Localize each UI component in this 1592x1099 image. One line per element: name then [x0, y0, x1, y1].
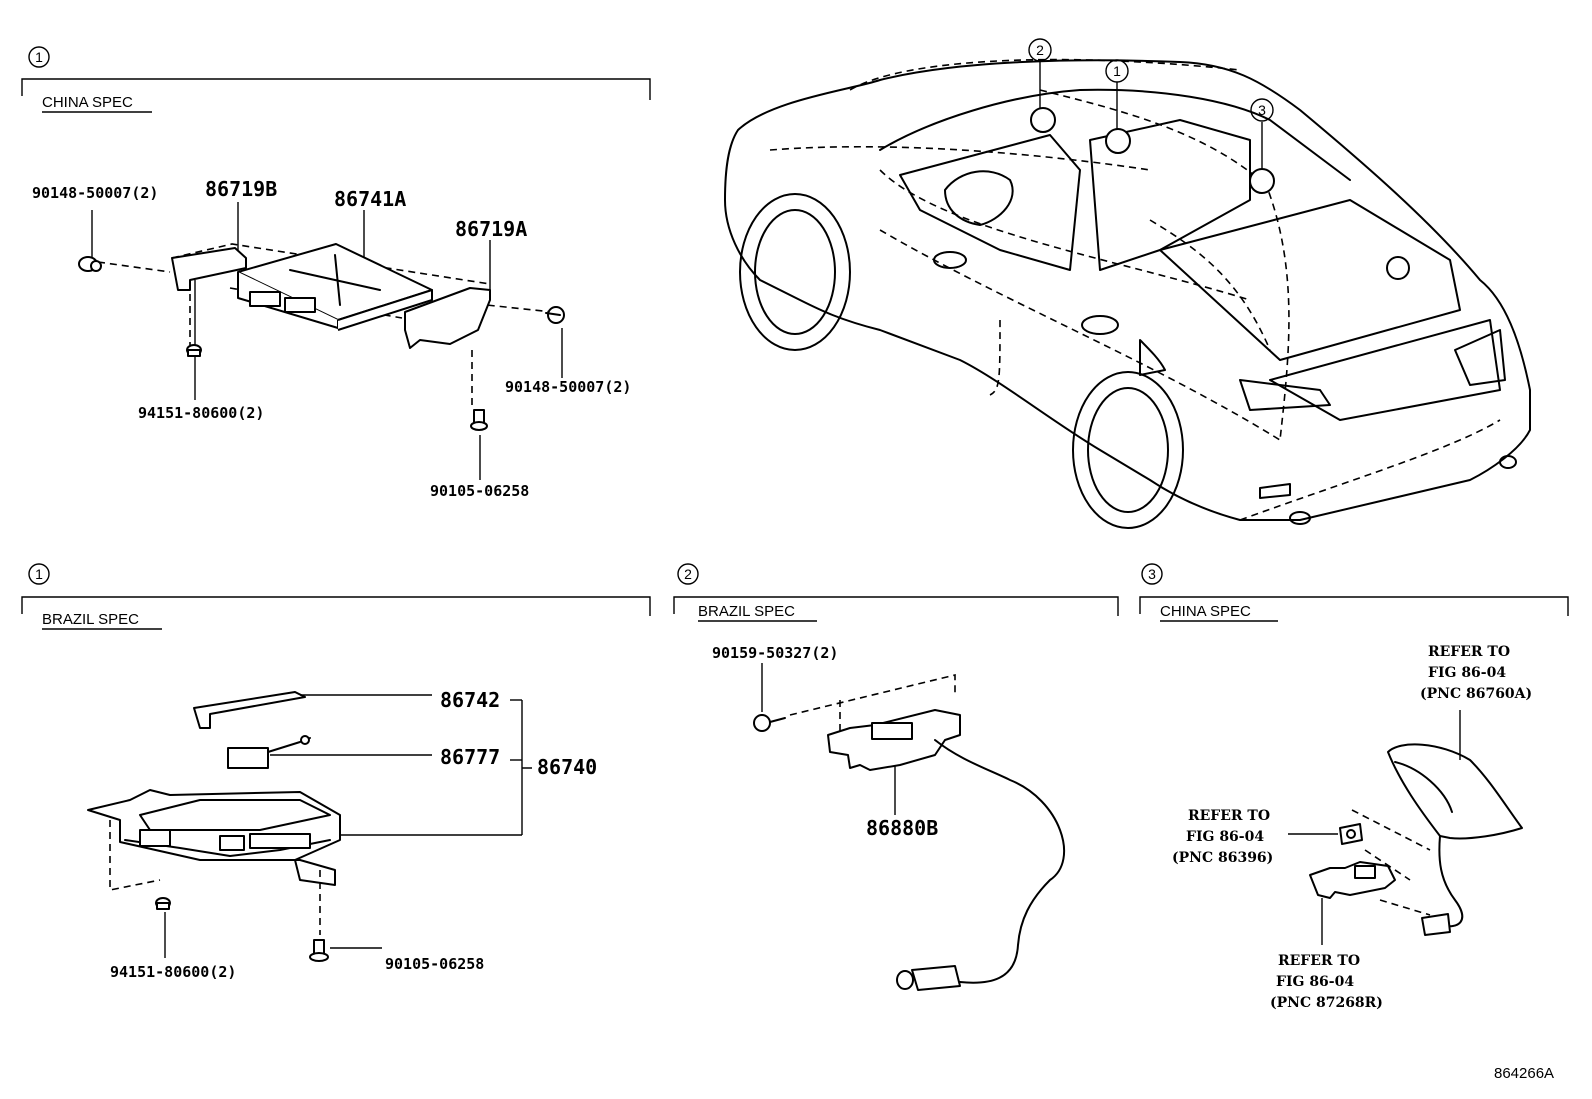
spec-label: CHINA SPEC [42, 94, 133, 111]
marker-icon [1105, 128, 1131, 154]
spec-label: CHINA SPEC [1160, 603, 1251, 620]
part-number: 86740 [537, 755, 597, 779]
ecu-86740 [87, 789, 341, 886]
reference-text: REFER TO [1188, 808, 1270, 824]
part-number: 94151-80600(2) [138, 404, 264, 422]
marker-number: 3 [1258, 102, 1266, 118]
bolt-icon [545, 306, 565, 324]
part-number: 86742 [440, 688, 500, 712]
section-1-brazil: 1 BRAZIL SPEC [21, 563, 651, 981]
section-number: 1 [35, 49, 43, 65]
section-1-china: 1 CHINA SPEC [21, 46, 651, 500]
part-number: 86741A [334, 187, 406, 211]
reference-text: FIG 86-04 [1276, 974, 1354, 990]
reference-text: (PNC 86396) [1172, 850, 1273, 866]
bolt-icon [78, 256, 102, 272]
screw-icon [753, 714, 786, 732]
part-number: 86880B [866, 816, 938, 840]
cover-86742 [193, 691, 306, 729]
spec-label: BRAZIL SPEC [42, 611, 139, 628]
section-2-brazil: 2 BRAZIL SPEC 90159-50327(2) 86880B [673, 563, 1119, 991]
antenna-86880B [827, 709, 1066, 991]
antenna-fin [1387, 743, 1523, 936]
ecu-86741A [237, 243, 433, 331]
reference-text: REFER TO [1278, 953, 1360, 969]
vehicle-illustration: 2 1 3 [724, 38, 1531, 529]
section-number: 1 [35, 566, 43, 582]
part-number: 86719B [205, 177, 277, 201]
reference-text: FIG 86-04 [1186, 829, 1264, 845]
part-number: 90105-06258 [385, 955, 484, 973]
marker-icon [1030, 107, 1056, 133]
part-number: 90159-50327(2) [712, 644, 838, 662]
marker-number: 2 [1036, 42, 1044, 58]
bracket-86719A [404, 287, 491, 349]
section-number: 3 [1148, 566, 1156, 582]
part-number: 86719A [455, 217, 527, 241]
reference-text: (PNC 87268R) [1270, 995, 1383, 1011]
screw-icon [470, 409, 488, 431]
reference-text: (PNC 86760A) [1420, 686, 1532, 702]
marker-icon [1249, 168, 1275, 194]
nut-icon [155, 897, 171, 910]
reference-text: REFER TO [1428, 644, 1510, 660]
bracket-86719B [171, 247, 247, 291]
screw-icon [309, 939, 329, 962]
reference-text: FIG 86-04 [1428, 665, 1506, 681]
part-number: 90148-50007(2) [32, 184, 158, 202]
figure-code: 864266A [1494, 1065, 1554, 1082]
connector-86777 [227, 735, 311, 769]
section-number: 2 [684, 566, 692, 582]
part-number: 90148-50007(2) [505, 378, 631, 396]
part-number: 86777 [440, 745, 500, 769]
part-number: 90105-06258 [430, 482, 529, 500]
section-3-china: 3 CHINA SPEC REFER TO FIG 86-04 (PNC 867… [1139, 563, 1569, 1011]
part-number: 94151-80600(2) [110, 963, 236, 981]
nut-icon [186, 344, 202, 357]
clip-icon [1339, 823, 1363, 845]
marker-number: 1 [1113, 63, 1121, 79]
spec-label: BRAZIL SPEC [698, 603, 795, 620]
mount-bracket [1309, 861, 1396, 899]
